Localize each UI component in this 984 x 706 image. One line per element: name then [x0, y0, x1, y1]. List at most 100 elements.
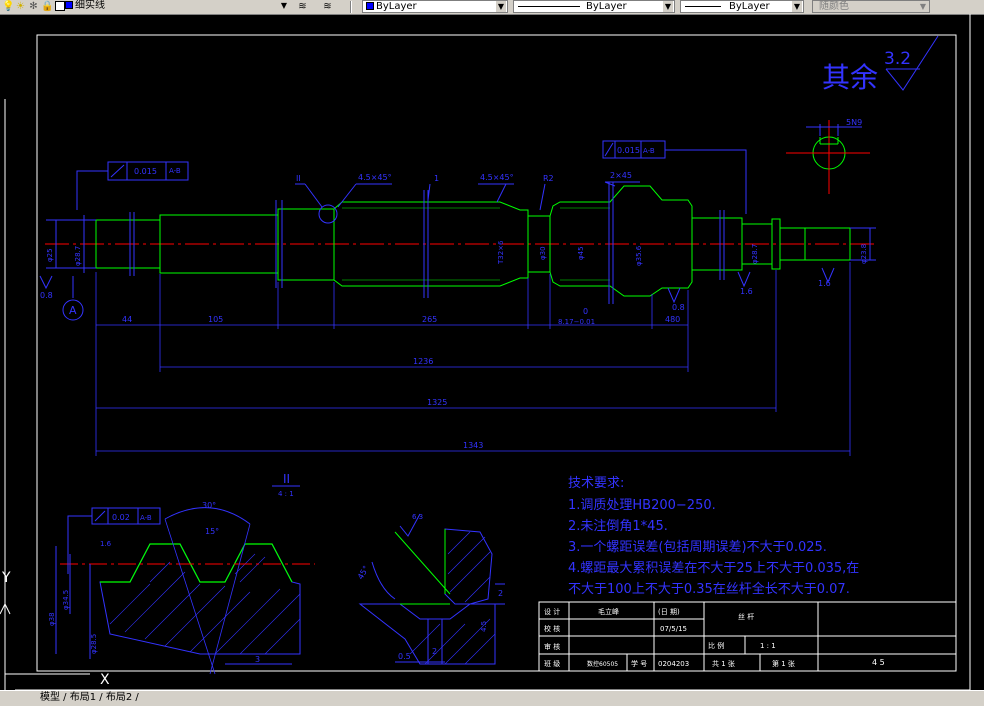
lineweight-combo[interactable]: ByLayer ▼	[680, 0, 804, 13]
cut-marks	[129, 182, 725, 304]
svg-text:Y: Y	[1, 570, 11, 586]
svg-text:2: 2	[498, 589, 503, 598]
svg-text:技术要求:: 技术要求:	[568, 476, 624, 491]
layout-tabs-text[interactable]: 模型 / 布局1 / 布局2 /	[40, 692, 139, 703]
drawing-canvas[interactable]: 其余 3.2 5N9 0.015 A-B 0.015 A-B	[0, 14, 984, 704]
svg-text:3.一个螺距误差(包括周期误差)不大于0.025.: 3.一个螺距误差(包括周期误差)不大于0.025.	[568, 540, 827, 555]
svg-text:1343: 1343	[463, 441, 483, 450]
roughness-symbol	[885, 35, 939, 91]
svg-text:A-B: A-B	[169, 167, 181, 175]
lock-icon[interactable]: 🔒	[41, 1, 54, 12]
datum-a: A	[62, 276, 84, 321]
svg-text:4.螺距最大累积误差在不大于25上不大于0.035,在: 4.螺距最大累积误差在不大于25上不大于0.035,在	[568, 561, 859, 576]
svg-text:480: 480	[665, 315, 680, 324]
svg-text:2×45: 2×45	[610, 171, 632, 180]
svg-text:30°: 30°	[202, 501, 216, 510]
keyway-label: 5N9	[846, 118, 862, 127]
svg-text:第 1 张: 第 1 张	[772, 659, 795, 668]
svg-text:2: 2	[432, 647, 437, 656]
properties-toolbar: 💡 ☀ ✻ 🔒 细实线 ▼ ≋ ≋ ByLayer ▼ ByLayer ▼ By…	[0, 0, 984, 15]
layer-light-icon[interactable]: 💡	[2, 1, 15, 12]
roughness-value: 3.2	[884, 49, 911, 69]
sun-icon[interactable]: ☀	[16, 1, 25, 12]
chevron-down-icon: ▼	[918, 1, 928, 12]
linetype-combo-value: ByLayer	[586, 1, 627, 12]
chevron-down-icon[interactable]: ▼	[792, 1, 802, 12]
chevron-down-icon[interactable]: ▼	[663, 1, 673, 12]
svg-text:1: 1	[434, 174, 439, 183]
chevron-down-icon[interactable]: ▼	[279, 0, 289, 11]
svg-text:0.8: 0.8	[672, 303, 685, 312]
svg-text:4.5×45°: 4.5×45°	[480, 173, 514, 182]
diameter-dim-lines	[46, 215, 876, 273]
layer-make-current-icon[interactable]: ≋	[298, 1, 307, 12]
svg-text:0.015: 0.015	[134, 167, 157, 176]
lineweight-combo-value: ByLayer	[729, 1, 770, 12]
length-dimensions: 44 105 265 0 8.17−0.01 480 1236 1325 134…	[95, 262, 851, 456]
svg-text:φ45: φ45	[577, 246, 585, 260]
svg-text:0: 0	[583, 307, 588, 316]
svg-text:校 核: 校 核	[544, 624, 560, 633]
svg-text:07/5/15: 07/5/15	[660, 625, 687, 633]
svg-text:共 1 张: 共 1 张	[712, 659, 735, 668]
color-combo-value: ByLayer	[376, 1, 417, 12]
detail-ii-view: II 4 : 1 30° 15° 0.02 A-B 1.6 φ38 φ34.5	[48, 472, 315, 675]
svg-text:II: II	[283, 472, 290, 486]
layer-previous-icon[interactable]: ≋	[323, 1, 332, 12]
layout-tabs-bar: 模型 / 布局1 / 布局2 /	[0, 690, 984, 706]
svg-text:班 级: 班 级	[544, 659, 560, 668]
linetype-combo[interactable]: ByLayer ▼	[513, 0, 675, 13]
svg-text:R2: R2	[543, 174, 554, 183]
color-combo[interactable]: ByLayer ▼	[362, 0, 508, 13]
svg-text:A-B: A-B	[140, 514, 152, 522]
svg-text:45°: 45°	[356, 564, 371, 581]
svg-text:II: II	[296, 174, 301, 183]
svg-text:φ28.5: φ28.5	[90, 634, 98, 654]
svg-text:丝 杆: 丝 杆	[738, 612, 754, 621]
roughness-label: 其余	[822, 61, 878, 94]
layer-name: 细实线	[75, 0, 105, 11]
tolerance-frame-1: 0.015 A-B	[76, 161, 189, 210]
svg-text:0.8: 0.8	[40, 291, 53, 300]
roughness-marks: 0.8 0.8 1.6 1.6	[39, 267, 835, 312]
svg-text:2.未注倒角1*45.: 2.未注倒角1*45.	[568, 519, 668, 534]
svg-text:6.3: 6.3	[412, 513, 423, 521]
layer-color-swatch	[65, 1, 73, 9]
chevron-down-icon[interactable]: ▼	[496, 1, 506, 12]
drawing-border	[36, 34, 957, 672]
ucs-icon: X Y	[0, 570, 110, 690]
technical-notes: 技术要求: 1.调质处理HB200−250. 2.未注倒角1*45. 3.一个螺…	[568, 476, 859, 597]
keyway-section: 5N9	[786, 118, 870, 194]
svg-text:T32×6: T32×6	[497, 240, 505, 265]
svg-text:8.17−0.01: 8.17−0.01	[558, 318, 595, 326]
svg-text:不大于100上不大于0.35在丝杆全长不大于0.07.: 不大于100上不大于0.35在丝杆全长不大于0.07.	[568, 581, 850, 597]
svg-text:4.5×45°: 4.5×45°	[358, 173, 392, 182]
svg-text:学 号: 学 号	[631, 659, 647, 668]
plotstyle-combo-value: 随颜色	[819, 1, 849, 12]
svg-text:105: 105	[208, 315, 223, 324]
svg-text:0204203: 0204203	[658, 660, 689, 668]
svg-text:1 : 1: 1 : 1	[760, 642, 776, 650]
svg-text:比 例: 比 例	[708, 641, 724, 650]
color-swatch	[366, 2, 374, 10]
svg-text:1.调质处理HB200−250.: 1.调质处理HB200−250.	[568, 498, 716, 513]
svg-text:毛立峰: 毛立峰	[598, 607, 619, 616]
svg-text:265: 265	[422, 315, 437, 324]
plotstyle-combo: 随颜色 ▼	[812, 0, 930, 13]
svg-text:1.6: 1.6	[100, 540, 112, 548]
lineweight-preview	[685, 5, 721, 7]
svg-text:4 5: 4 5	[872, 658, 885, 667]
svg-text:φ30: φ30	[539, 246, 547, 260]
svg-text:1.6: 1.6	[818, 279, 831, 288]
svg-text:0.015: 0.015	[617, 146, 640, 155]
layer-combo[interactable]: 细实线 ▼	[62, 0, 290, 13]
svg-text:φ35.6: φ35.6	[635, 245, 643, 266]
svg-text:φ28.7: φ28.7	[74, 246, 82, 266]
svg-text:φ23.8: φ23.8	[860, 244, 868, 264]
groove-section-view: 6.3 45° 2 4.5 0.5 2	[356, 513, 505, 665]
color-square-icon	[54, 1, 65, 12]
freeze-icon[interactable]: ✻	[29, 1, 38, 12]
svg-text:1325: 1325	[427, 398, 447, 407]
svg-text:15°: 15°	[205, 527, 219, 536]
title-block	[538, 601, 957, 672]
